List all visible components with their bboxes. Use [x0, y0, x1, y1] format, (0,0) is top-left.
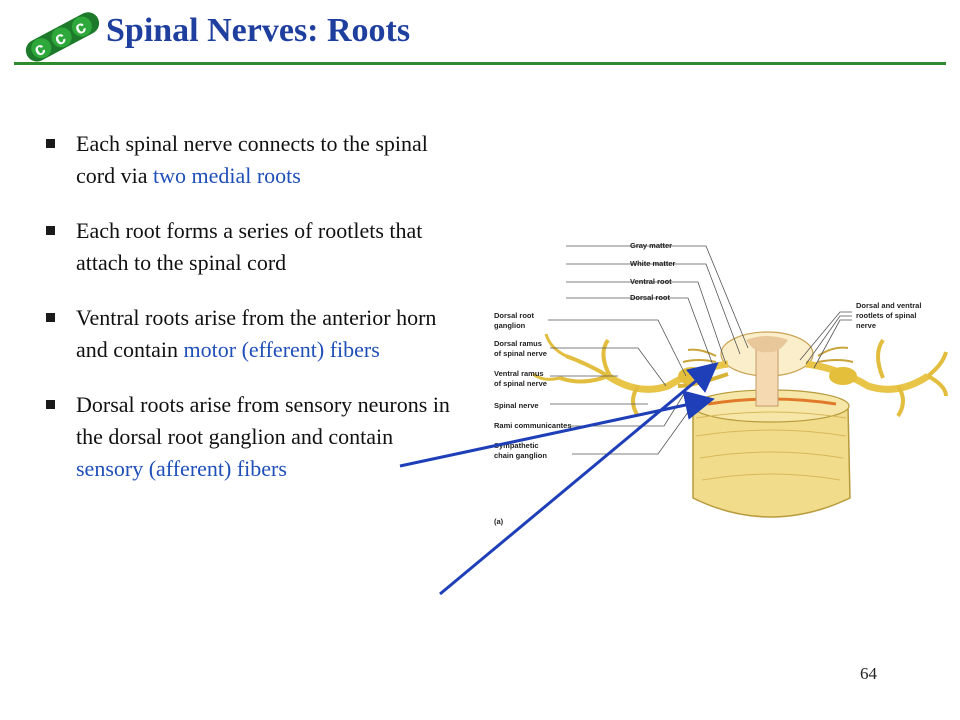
label-rootlets-3: nerve — [856, 321, 876, 330]
bullet-text: Each root forms a series of rootlets tha… — [76, 218, 423, 275]
bullet-item: Each root forms a series of rootlets tha… — [44, 215, 464, 279]
bullet-highlight: motor (efferent) fibers — [183, 337, 380, 362]
label-white-matter: White matter — [630, 259, 676, 268]
label-drg-1: Dorsal root — [494, 311, 535, 320]
label-ventral-ramus-1: Ventral ramus — [494, 369, 544, 378]
title-divider — [14, 62, 946, 65]
bullet-list: Each spinal nerve connects to the spinal… — [44, 128, 464, 508]
label-rootlets-2: rootlets of spinal — [856, 311, 916, 320]
page-number: 64 — [860, 664, 877, 683]
label-dorsal-ramus-1: Dorsal ramus — [494, 339, 542, 348]
square-bullet-icon — [46, 400, 55, 409]
ccc-logo-icon: c c c — [25, 12, 100, 62]
bullet-text: Dorsal roots arise from sensory neurons … — [76, 392, 450, 449]
label-rootlets-1: Dorsal and ventral — [856, 301, 921, 310]
label-sympathetic-1: Sympathetic — [494, 441, 539, 450]
spinal-cord-diagram: Gray matter White matter Ventral root Do… — [494, 241, 948, 526]
label-rami-communicantes: Rami communicantes — [494, 421, 572, 430]
label-ventral-ramus-2: of spinal nerve — [494, 379, 547, 388]
square-bullet-icon — [46, 313, 55, 322]
bullet-text: Each spinal nerve connects to the spinal… — [76, 131, 428, 188]
label-dorsal-ramus-2: of spinal nerve — [494, 349, 547, 358]
bullet-highlight: sensory (afferent) fibers — [76, 456, 287, 481]
bullet-item: Ventral roots arise from the anterior ho… — [44, 302, 464, 366]
label-dorsal-root: Dorsal root — [630, 293, 671, 302]
bullet-item: Dorsal roots arise from sensory neurons … — [44, 389, 464, 485]
bullet-highlight: two medial roots — [152, 163, 301, 188]
bullet-item: Each spinal nerve connects to the spinal… — [44, 128, 464, 192]
label-drg-2: ganglion — [494, 321, 526, 330]
label-ventral-root: Ventral root — [630, 277, 672, 286]
dorsal-root-ganglion — [678, 367, 706, 385]
square-bullet-icon — [46, 139, 55, 148]
label-spinal-nerve: Spinal nerve — [494, 401, 539, 410]
label-sympathetic-2: chain ganglion — [494, 451, 547, 460]
figure-panel-label: (a) — [494, 517, 504, 526]
label-gray-matter: Gray matter — [630, 241, 672, 250]
square-bullet-icon — [46, 226, 55, 235]
slide-title: Spinal Nerves: Roots — [106, 12, 411, 49]
bullet-text: Ventral roots arise from the anterior ho… — [76, 305, 437, 362]
